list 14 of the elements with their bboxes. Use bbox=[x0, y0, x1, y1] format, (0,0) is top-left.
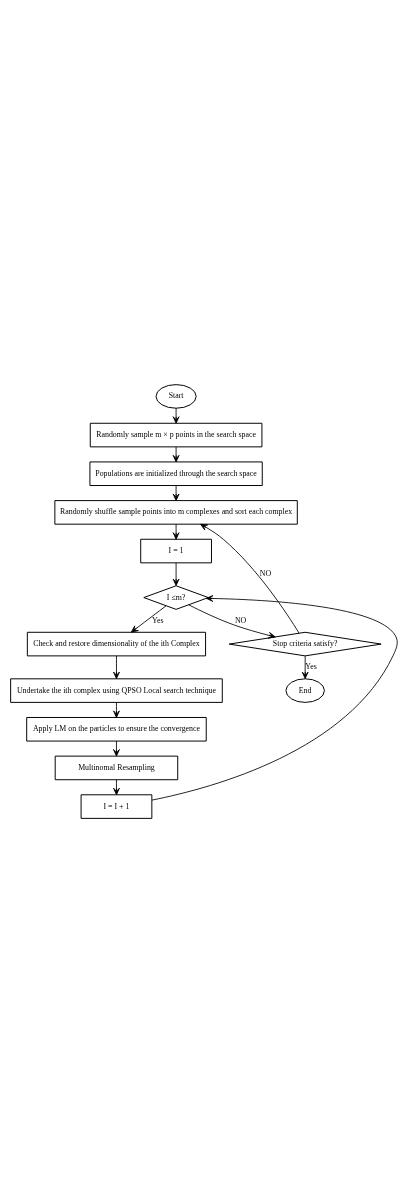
arrow bbox=[188, 604, 276, 639]
arrow bbox=[113, 740, 120, 757]
arrow bbox=[172, 446, 180, 463]
arrow bbox=[113, 779, 120, 796]
arrow bbox=[113, 702, 120, 718]
arrow bbox=[172, 407, 180, 424]
arrow bbox=[172, 562, 180, 586]
arrow bbox=[113, 655, 120, 679]
arrow bbox=[172, 523, 180, 540]
arrow bbox=[172, 485, 180, 501]
arrow bbox=[200, 523, 300, 634]
arrow bbox=[151, 595, 398, 801]
arrow bbox=[301, 655, 309, 679]
arrow bbox=[130, 605, 167, 633]
